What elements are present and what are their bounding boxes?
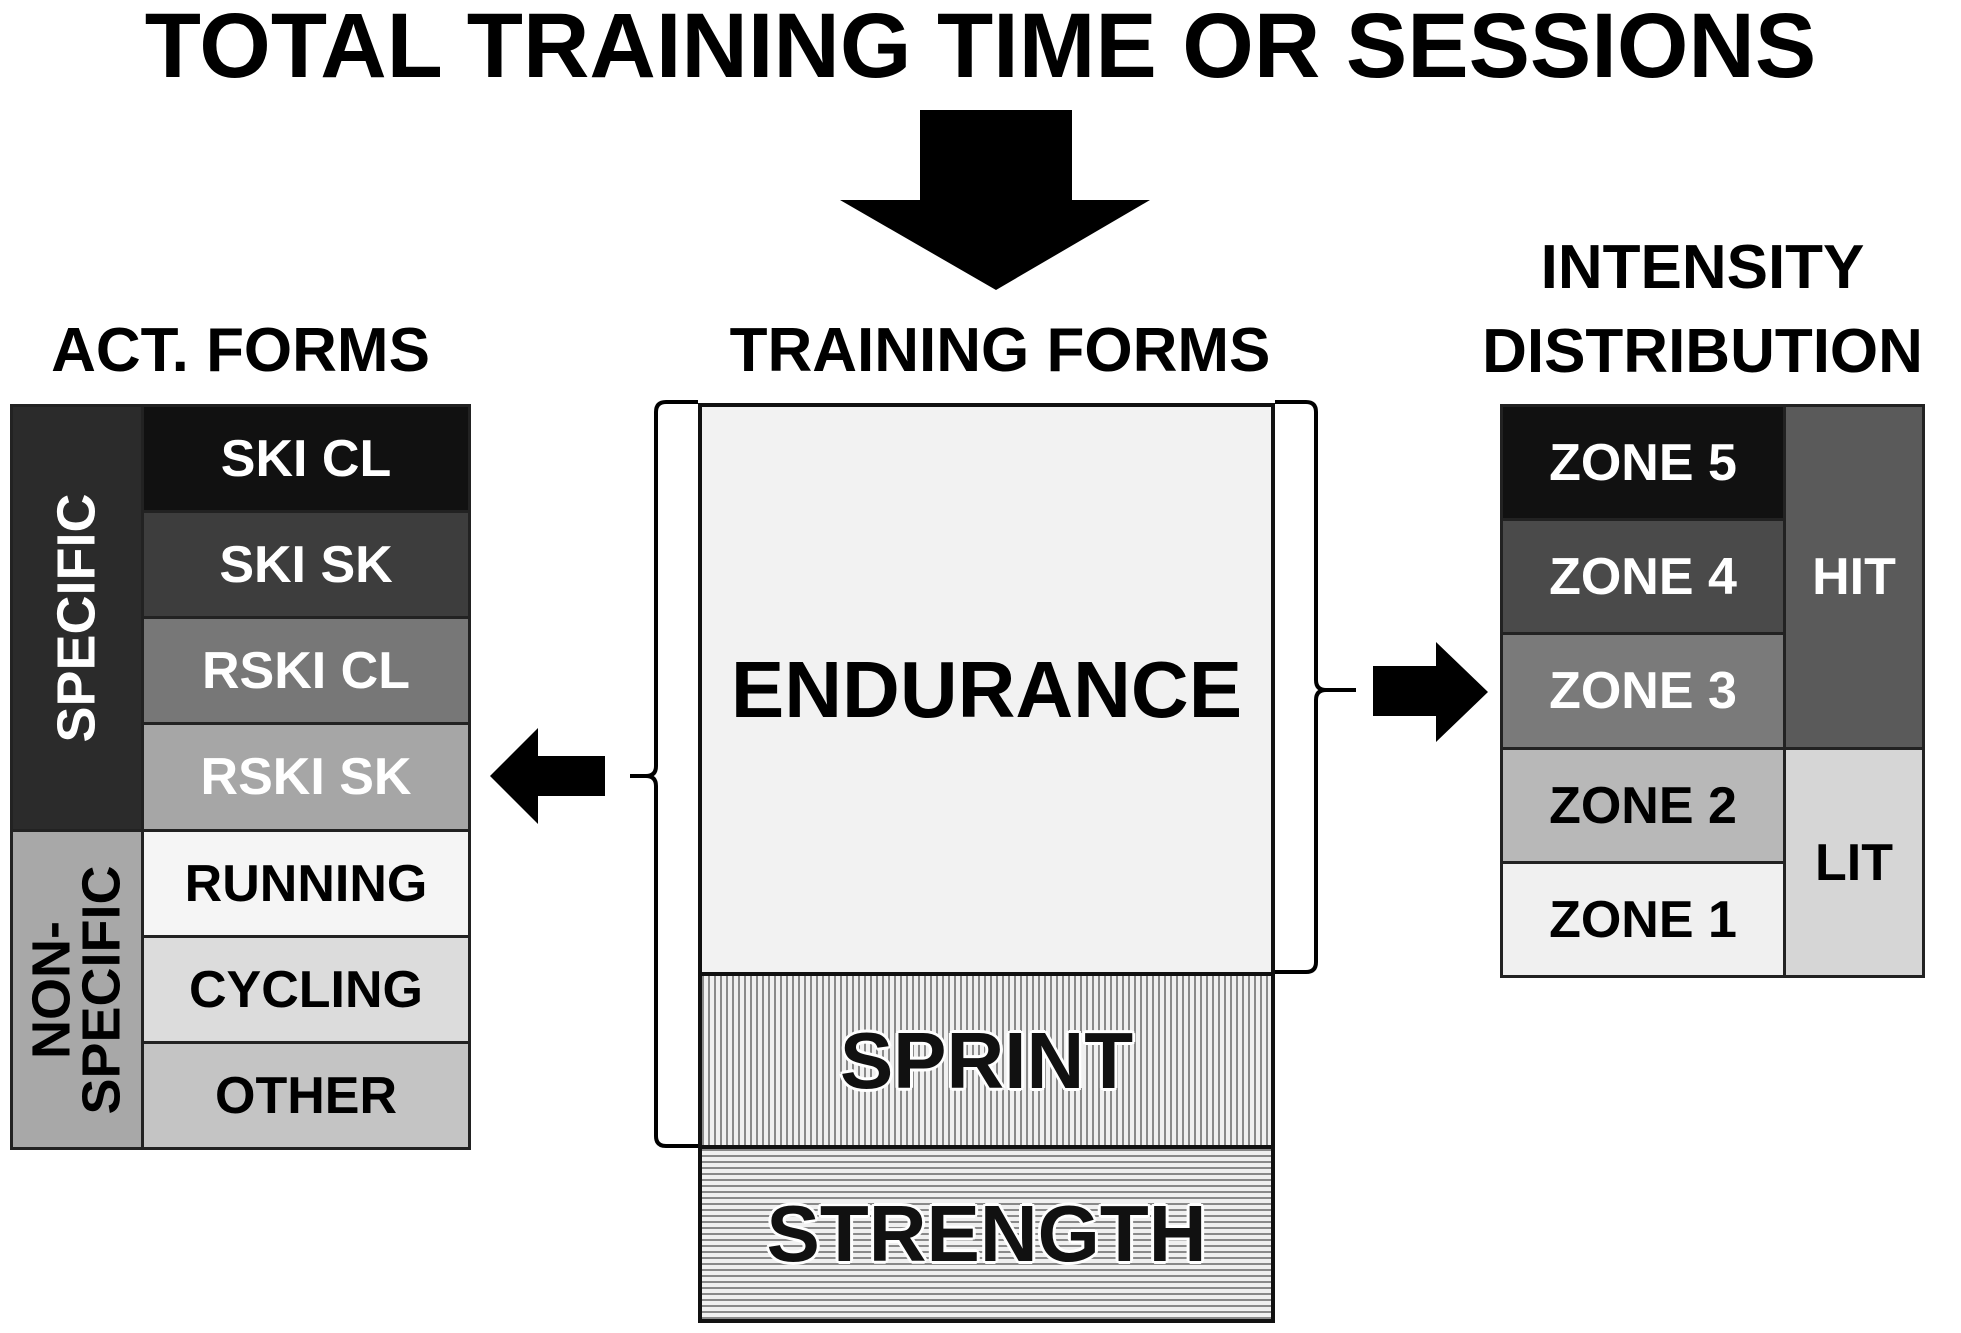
non-specific-group-label: NON- SPECIFIC (10, 829, 144, 1150)
intensity-title-line2: DISTRIBUTION (1482, 317, 1923, 386)
zone-3: ZONE 3 (1500, 632, 1786, 750)
strength-label: STRENGTH (766, 1189, 1207, 1278)
hit-group: HIT (1783, 404, 1925, 750)
zone-2: ZONE 2 (1500, 747, 1786, 864)
down-arrow-icon (840, 110, 1150, 290)
specific-group-label: SPECIFIC (10, 404, 144, 832)
intensity-title-line1: INTENSITY (1540, 233, 1865, 302)
left-brace (630, 400, 698, 1148)
activity-forms-title: ACT. FORMS (51, 316, 430, 385)
right-brace (1275, 400, 1356, 974)
training-forms-title: TRAINING FORMS (729, 316, 1271, 385)
activity-ski-cl: SKI CL (141, 404, 471, 513)
strength-block: STRENGTH (698, 1145, 1275, 1323)
diagram-title: TOTAL TRAINING TIME OR SESSIONS (144, 0, 1817, 97)
sprint-block: SPRINT (698, 972, 1275, 1149)
right-arrow-icon (1373, 642, 1488, 742)
activity-rski-sk: RSKI SK (141, 722, 471, 832)
lit-group: LIT (1783, 747, 1925, 978)
specific-label: SPECIFIC (47, 493, 108, 743)
activity-cycling: CYCLING (141, 935, 471, 1044)
endurance-label: ENDURANCE (730, 644, 1243, 734)
endurance-block: ENDURANCE (698, 403, 1275, 976)
activity-other: OTHER (141, 1041, 471, 1150)
left-arrow-icon (490, 728, 605, 824)
activity-ski-sk: SKI SK (141, 510, 471, 619)
activity-running: RUNNING (141, 829, 471, 938)
non-specific-label: NON- SPECIFIC (22, 864, 133, 1115)
zone-1: ZONE 1 (1500, 861, 1786, 978)
sprint-label: SPRINT (839, 1015, 1134, 1105)
intensity-distribution-title: INTENSITY DISTRIBUTION (1430, 226, 1961, 394)
activity-rski-cl: RSKI CL (141, 616, 471, 725)
zone-5: ZONE 5 (1500, 404, 1786, 521)
zone-4: ZONE 4 (1500, 518, 1786, 635)
